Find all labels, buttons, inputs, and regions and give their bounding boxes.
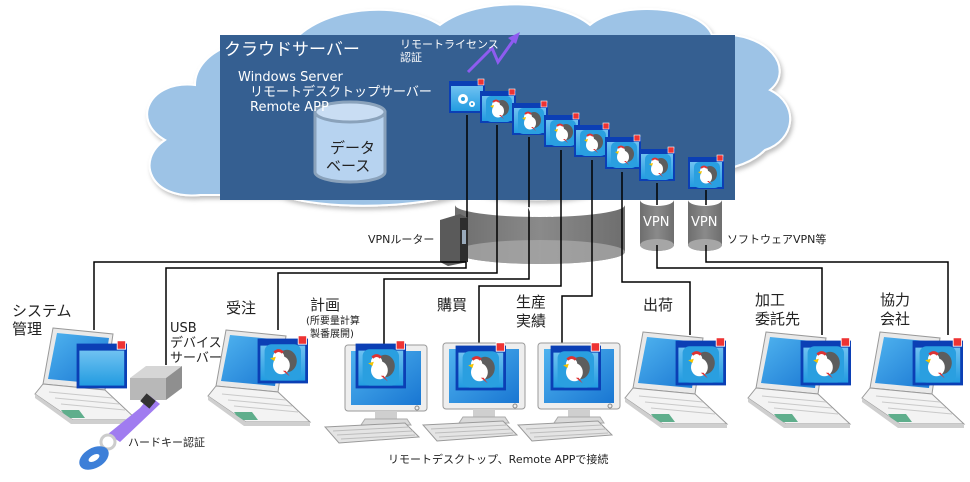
license-arrow-icon	[466, 32, 520, 74]
client-label-system-1: システム	[12, 302, 72, 320]
server-remoteapp-label: Remote APP	[250, 100, 329, 115]
database-icon	[313, 100, 387, 184]
client-app-window-plan	[355, 339, 407, 389]
client-label-subcontract-1: 加工	[755, 291, 786, 309]
app-window-8	[688, 154, 724, 189]
small-vpn-label-1: VPN	[643, 215, 670, 230]
client-app-window-production	[550, 341, 601, 391]
usb-hardkey-icon	[79, 393, 160, 470]
app-window-2	[480, 88, 516, 123]
license-label-line2: 認証	[400, 51, 422, 64]
client-app-window-system	[76, 339, 127, 389]
hardkey-label: ハードキー認証	[128, 436, 205, 449]
gear-icon	[458, 94, 475, 107]
footer-caption: リモートデスクトップ、Remote APPで接続	[388, 453, 609, 466]
client-label-partner-1: 協力	[880, 291, 911, 309]
client-label-subcontract-2: 委託先	[755, 310, 801, 328]
server-os-label: Windows Server	[238, 70, 343, 85]
app-window-3	[512, 100, 548, 135]
small-vpn-cylinder-1	[640, 200, 674, 251]
client-label-plan: 計画	[310, 296, 341, 314]
database-label-line2: ベース	[326, 157, 371, 175]
small-vpn-cylinder-2	[688, 200, 722, 251]
client-label-partner-2: 会社	[880, 310, 911, 328]
client-sublabel-plan-1: (所要量計算	[306, 316, 360, 327]
vpn-router-label: VPNルーター	[368, 233, 435, 246]
app-window-4	[544, 112, 580, 147]
client-sublabel-plan-2: 製番展開)	[310, 329, 354, 340]
app-window-1	[449, 78, 485, 113]
client-label-production-1: 生産	[516, 293, 547, 311]
software-vpn-label: ソフトウェアVPN等	[727, 233, 827, 246]
client-label-production-2: 実績	[516, 312, 547, 330]
client-label-shipping: 出荷	[643, 296, 674, 314]
app-window-7	[639, 146, 675, 181]
client-label-usb-3: サーバー	[170, 351, 222, 366]
client-app-window-partner	[912, 336, 963, 386]
vpn-router-icon	[440, 214, 468, 266]
small-vpn-label-2: VPN	[691, 215, 718, 230]
client-app-window-shipping	[675, 336, 726, 386]
cloud-server-title: クラウドサーバー	[224, 40, 360, 60]
client-label-usb-1: USB	[170, 321, 197, 336]
usb-device-server-icon[interactable]	[130, 366, 182, 400]
license-label-line1: リモートライセンス	[400, 38, 499, 51]
database-label-line1: データ	[330, 139, 376, 157]
client-label-order: 受注	[226, 299, 257, 317]
app-window-5	[574, 122, 610, 157]
client-app-window-subcontract	[800, 336, 851, 386]
client-label-usb-2: デバイス	[170, 336, 222, 351]
main-vpn-label: VPN	[528, 206, 555, 221]
client-app-window-purchase	[455, 341, 507, 391]
app-window-6	[605, 134, 641, 169]
client-label-purchase: 購買	[437, 296, 468, 314]
connection-lines	[93, 245, 949, 365]
server-rds-label: リモートデスクトップサーバー	[250, 85, 432, 100]
client-label-system-2: 管理	[12, 320, 43, 338]
client-app-window-order	[257, 334, 309, 384]
